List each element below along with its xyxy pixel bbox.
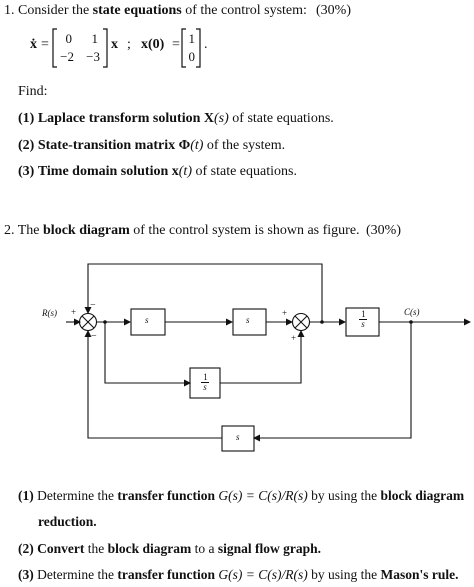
- q1-weight: (30%): [316, 3, 351, 18]
- top-feedback-wire: [84, 263, 323, 322]
- summing-junction-2: [291, 312, 311, 332]
- q1-x0-vector: 1 0: [181, 28, 201, 68]
- q1-number: 1.: [4, 3, 15, 18]
- block-s3-label: s: [236, 432, 240, 442]
- sign-plus-bottom: +: [291, 333, 297, 343]
- block-s1-label: s: [145, 315, 149, 325]
- A-22: −3: [86, 49, 100, 64]
- q2-item-1: (1) Determine the transfer function G(s)…: [18, 488, 465, 503]
- A-11: 0: [65, 31, 73, 46]
- wire-s3-sum1: [84, 330, 222, 439]
- q2-intro: 2. The block diagram of the control syst…: [4, 223, 360, 239]
- block-s2: [232, 308, 267, 336]
- q1-x: x: [111, 37, 118, 52]
- block-integrator-label: 1 s: [359, 310, 367, 329]
- q2-intro-pre: The: [17, 223, 40, 238]
- q1-matrix-A: 0 1 −2 −3: [52, 28, 108, 68]
- x0-1: 1: [188, 31, 196, 46]
- A-21: −2: [60, 49, 74, 64]
- q2-intro-bold: block diagram: [43, 223, 130, 238]
- sign-plus-in: +: [71, 307, 77, 317]
- q1-item-3: (3) Time domain solution x(t) of state e…: [18, 164, 297, 179]
- block-integrator: [345, 307, 380, 337]
- input-label: R(s): [42, 308, 57, 318]
- block-integrator-mid: [189, 367, 221, 399]
- vector-brackets-icon: [181, 28, 201, 68]
- q1-intro: 1. Consider the state equations of the c…: [4, 3, 307, 19]
- matrix-brackets-icon: [52, 28, 108, 68]
- block-integrator-mid-label: 1 s: [201, 373, 209, 392]
- wire-int2-sum2: [220, 330, 305, 384]
- sign-minus-top: −: [90, 300, 96, 311]
- q1-xdot: ẋ: [30, 37, 37, 52]
- q1-x0-dot: .: [204, 37, 208, 52]
- q2-number: 2.: [4, 223, 15, 238]
- q1-x0-eq: =: [172, 37, 180, 52]
- q1-intro-post: of the control system:: [185, 3, 307, 18]
- q1-item-2: (2) State-transition matrix Φ(t) of the …: [18, 138, 286, 153]
- x0-2: 0: [188, 49, 196, 64]
- q1-find: Find:: [18, 84, 48, 99]
- q2-item-3: (3) Determine the transfer function G(s)…: [18, 567, 459, 582]
- q2-item-1-cont: reduction.: [38, 514, 97, 529]
- block-s1: [130, 308, 166, 336]
- sign-minus-bottom: −: [91, 331, 97, 342]
- block-s3: [221, 425, 255, 452]
- q1-intro-pre: Consider the: [18, 3, 90, 18]
- branch-node-2: [320, 320, 324, 324]
- q1-item-1: (1) Laplace transform solution X(s) of s…: [18, 111, 334, 126]
- block-diagram: [66, 263, 471, 452]
- q1-eq: =: [41, 37, 49, 52]
- wire-to-int2: [104, 322, 191, 387]
- q1-x0: x(0): [141, 37, 165, 52]
- summing-junction-1: [78, 312, 98, 332]
- bottom-feedback-wire: [253, 322, 412, 442]
- q2-intro-post: of the control system is shown as figure…: [133, 223, 360, 238]
- q2-item-2: (2) Convert the block diagram to a signa…: [18, 541, 322, 556]
- A-12: 1: [91, 31, 99, 46]
- branch-node-3: [409, 320, 413, 324]
- output-label: C(s): [404, 307, 420, 317]
- sign-plus-left: +: [282, 308, 288, 318]
- q1-intro-bold: state equations: [92, 3, 182, 18]
- q1-sep: ;: [127, 37, 131, 52]
- branch-node-1: [103, 320, 107, 324]
- q2-weight: (30%): [366, 223, 401, 238]
- block-s2-label: s: [246, 315, 250, 325]
